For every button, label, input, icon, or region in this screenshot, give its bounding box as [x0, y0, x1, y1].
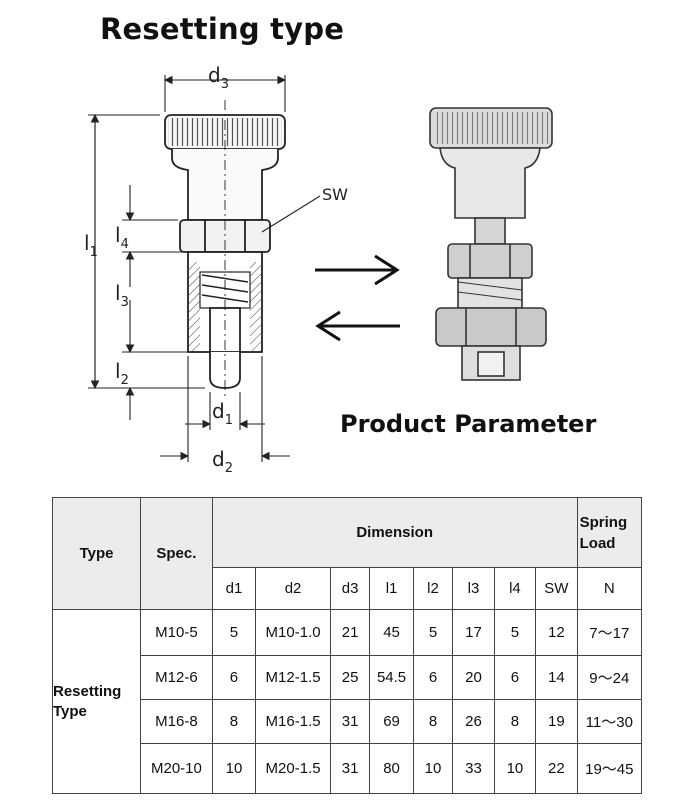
product-parameter-title: Product Parameter [340, 410, 597, 438]
cell-l3: 26 [452, 699, 495, 744]
label-l4: l4 [115, 223, 129, 252]
cell-d1: 5 [211, 609, 257, 656]
cell-d1: 6 [211, 655, 257, 700]
cell-l2: 6 [412, 655, 454, 700]
label-d2: d2 [212, 447, 233, 476]
subheader-l1: l1 [369, 567, 414, 610]
header-spring-load: Spring Load [576, 497, 643, 568]
cell-d3: 31 [329, 743, 371, 794]
cell-spec: M16-8 [140, 699, 213, 744]
cell-d1: 10 [211, 743, 257, 794]
cell-l1: 45 [369, 609, 414, 656]
label-d1: d1 [212, 399, 233, 428]
cell-d3: 25 [329, 655, 371, 700]
table-row: M16-8 8 M16-1.5 31 69 8 26 8 19 11～30 [53, 699, 643, 744]
subheader-d2: d2 [255, 567, 331, 610]
cell-d2: M16-1.5 [255, 699, 331, 744]
cell-l4: 5 [493, 609, 537, 656]
cell-l4: 8 [493, 699, 537, 744]
parameter-table: Type Spec. Dimension Spring Load d1 d2 d… [51, 497, 643, 794]
cell-l3: 33 [452, 743, 495, 794]
cell-d3: 21 [329, 609, 371, 656]
cell-sw: 22 [535, 743, 578, 794]
header-spec: Spec. [140, 497, 213, 610]
cell-l4: 10 [493, 743, 537, 794]
cell-sw: 12 [535, 609, 578, 656]
cell-d3: 31 [329, 699, 371, 744]
subheader-sw: SW [535, 567, 578, 610]
label-l1: l1 [84, 231, 98, 260]
label-l2: l2 [115, 359, 129, 388]
cell-n: 9～24 [576, 655, 643, 700]
cell-l2: 10 [412, 743, 454, 794]
cell-d2: M10-1.0 [255, 609, 331, 656]
label-d3: d3 [208, 63, 229, 92]
subheader-l2: l2 [412, 567, 454, 610]
header-type: Type [51, 497, 142, 610]
cell-l1: 80 [369, 743, 414, 794]
cell-d2: M12-1.5 [255, 655, 331, 700]
page-title: Resetting type [100, 12, 345, 46]
cell-sw: 14 [535, 655, 578, 700]
cell-l3: 17 [452, 609, 495, 656]
cell-d2: M20-1.5 [255, 743, 331, 794]
cell-n: 7～17 [576, 609, 643, 656]
arrow-right-icon [315, 254, 400, 286]
subheader-n: N [576, 567, 643, 610]
technical-drawing: d3 l1 l4 l3 l2 d1 d2 SW [84, 63, 553, 476]
cell-spec: M10-5 [140, 609, 213, 656]
type-cell: Resetting Type [51, 609, 142, 794]
cell-l3: 20 [452, 655, 495, 700]
cell-spec: M12-6 [140, 655, 213, 700]
cell-l2: 5 [412, 609, 454, 656]
subheader-l3: l3 [452, 567, 495, 610]
cell-l1: 69 [369, 699, 414, 744]
cell-spec: M20-10 [140, 743, 213, 794]
cell-n: 19～45 [576, 743, 643, 794]
table-row: M12-6 6 M12-1.5 25 54.5 6 20 6 14 9～24 [53, 655, 643, 700]
table-row: M20-10 10 M20-1.5 31 80 10 33 10 22 19～4… [53, 743, 643, 794]
table-row: Resetting Type M10-5 5 M10-1.0 21 45 5 1… [51, 609, 643, 794]
subheader-d3: d3 [329, 567, 371, 610]
cell-l1: 54.5 [369, 655, 414, 700]
header-dimension: Dimension [211, 497, 578, 568]
cell-l4: 6 [493, 655, 537, 700]
arrow-left-icon [315, 310, 400, 342]
subheader-d1: d1 [211, 567, 257, 610]
cell-sw: 19 [535, 699, 578, 744]
cell-d1: 8 [211, 699, 257, 744]
cell-l2: 8 [412, 699, 454, 744]
cell-n: 11～30 [576, 699, 643, 744]
label-l3: l3 [115, 281, 129, 310]
subheader-l4: l4 [493, 567, 537, 610]
section-drawing [164, 100, 286, 398]
product-illustration [429, 107, 553, 381]
label-sw: SW [322, 185, 348, 204]
